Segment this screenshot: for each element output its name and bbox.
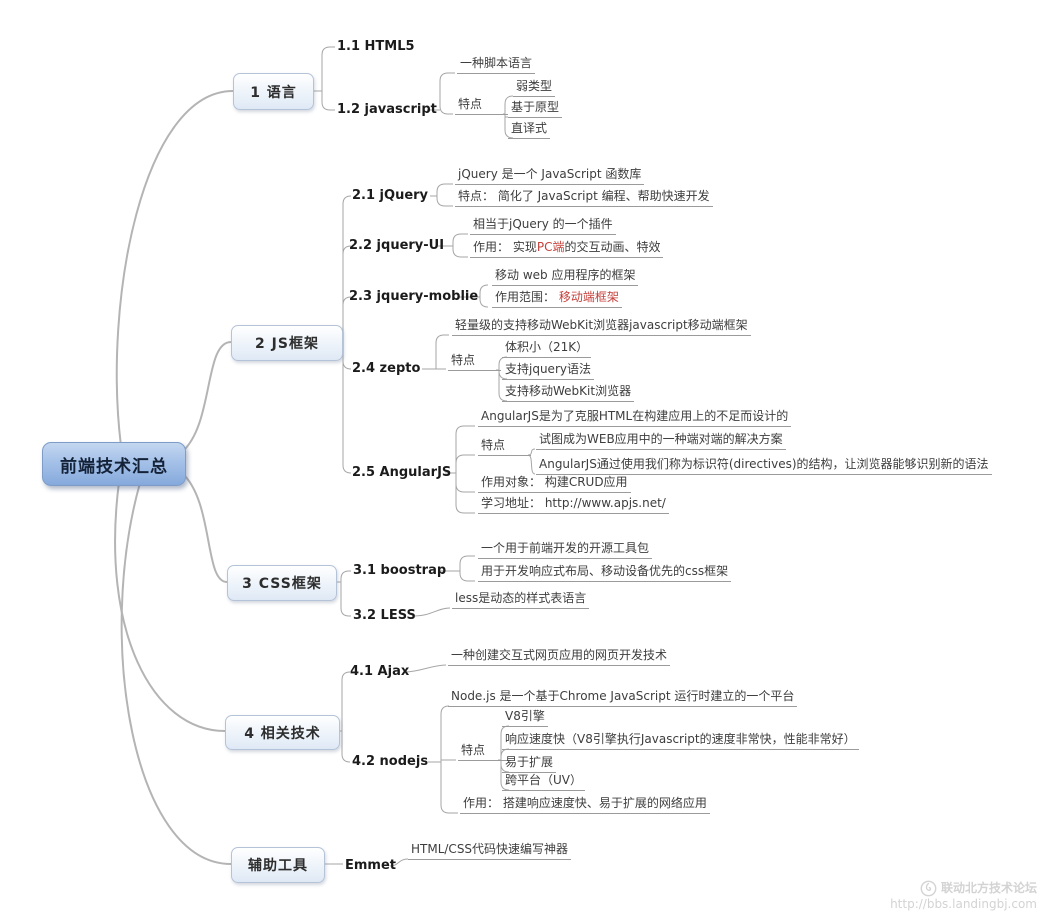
branch-css-frameworks[interactable]: 3 CSS框架 bbox=[227, 565, 337, 601]
topic-nodejs[interactable]: 4.2 nodejs bbox=[352, 754, 429, 769]
connector-branch1-children bbox=[312, 46, 335, 111]
topic-jquery-ui[interactable]: 2.2 jquery-UI bbox=[349, 238, 445, 253]
topic-jquery-mobile-desc[interactable]: 移动 web 应用程序的框架 bbox=[492, 267, 639, 286]
jquery-ui-role-highlight: PC端 bbox=[536, 240, 565, 254]
topic-nodejs-feature-scalable[interactable]: 易于扩展 bbox=[502, 754, 557, 773]
topic-ajax[interactable]: 4.1 Ajax bbox=[350, 664, 410, 679]
topic-nodejs-feature-crossplatform[interactable]: 跨平台（UV） bbox=[502, 772, 585, 791]
topic-less[interactable]: 3.2 LESS bbox=[353, 608, 416, 623]
root-topic[interactable]: 前端技术汇总 bbox=[42, 442, 186, 486]
topic-bootstrap-desc1[interactable]: 一个用于前端开发的开源工具包 bbox=[478, 540, 653, 559]
jquery-mobile-scope-prefix: 作用范围： bbox=[495, 290, 559, 304]
jquery-ui-role-suffix: 的交互动画、特效 bbox=[564, 240, 661, 254]
topic-ajax-desc[interactable]: 一种创建交互式网页应用的网页开发技术 bbox=[448, 647, 671, 666]
topic-javascript[interactable]: 1.2 javascript bbox=[337, 102, 437, 117]
connector-nodejs-children bbox=[428, 705, 458, 814]
topic-angularjs-target[interactable]: 作用对象： 构建CRUD应用 bbox=[478, 474, 631, 493]
connector-ajax-children bbox=[404, 664, 447, 673]
connector-root-branch3 bbox=[181, 472, 228, 583]
topic-zepto-features-label[interactable]: 特点 bbox=[448, 352, 502, 371]
topic-jquery-feature[interactable]: 特点： 简化了 JavaScript 编程、帮助快速开发 bbox=[455, 188, 713, 207]
watermark-site-name: 联动北方技术论坛 bbox=[940, 881, 1037, 895]
connector-bootstrap-children bbox=[438, 555, 475, 582]
connector-root-branch1 bbox=[115, 90, 234, 447]
topic-zepto[interactable]: 2.4 zepto bbox=[352, 361, 421, 376]
connector-angular-children bbox=[445, 425, 475, 514]
topic-jquery[interactable]: 2.1 jQuery bbox=[352, 188, 429, 203]
connector-root-branch5 bbox=[120, 482, 232, 865]
connector-jquerymobile-children bbox=[459, 284, 489, 308]
watermark-site-url: http://bbs.landingbj.com bbox=[890, 897, 1037, 911]
connector-branch5-children bbox=[323, 858, 409, 867]
topic-nodejs-feature-v8[interactable]: V8引擎 bbox=[502, 708, 548, 727]
connector-jquery-children bbox=[430, 183, 453, 207]
topic-angularjs[interactable]: 2.5 AngularJS bbox=[352, 465, 452, 480]
watermark: 联动北方技术论坛 http://bbs.landingbj.com bbox=[890, 880, 1037, 912]
topic-nodejs-role[interactable]: 作用： 搭建响应速度快、易于扩展的网络应用 bbox=[460, 795, 710, 814]
topic-nodejs-feature-speed[interactable]: 响应速度快（V8引擎执行Javascript的速度非常快，性能非常好） bbox=[502, 731, 859, 750]
topic-jquery-ui-role[interactable]: 作用： 实现PC端的交互动画、特效 bbox=[470, 239, 664, 258]
connector-jqueryui-children bbox=[437, 233, 468, 258]
topic-js-feature-interpreted[interactable]: 直译式 bbox=[508, 120, 551, 139]
topic-js-desc[interactable]: 一种脚本语言 bbox=[457, 55, 536, 74]
topic-js-feature-prototype[interactable]: 基于原型 bbox=[508, 99, 563, 118]
topic-zepto-desc[interactable]: 轻量级的支持移动WebKit浏览器javascript移动端框架 bbox=[452, 317, 751, 336]
connector-zepto-children bbox=[422, 334, 449, 370]
topic-zepto-feature-webkit[interactable]: 支持移动WebKit浏览器 bbox=[502, 383, 635, 402]
topic-js-feature-weak-typing[interactable]: 弱类型 bbox=[513, 78, 556, 97]
topic-nodejs-features-label[interactable]: 特点 bbox=[458, 742, 512, 761]
connector-javascript-children bbox=[427, 72, 455, 115]
topic-bootstrap-desc2[interactable]: 用于开发响应式布局、移动设备优先的css框架 bbox=[478, 563, 732, 582]
topic-angularjs-feature-endtoend[interactable]: 试图成为WEB应用中的一种端对端的解决方案 bbox=[536, 431, 786, 450]
jquery-mobile-scope-highlight: 移动端框架 bbox=[558, 290, 619, 304]
topic-angularjs-desc[interactable]: AngularJS是为了克服HTML在构建应用上的不足而设计的 bbox=[478, 408, 792, 427]
topic-nodejs-desc[interactable]: Node.js 是一个基于Chrome JavaScript 运行时建立的一个平… bbox=[448, 688, 798, 707]
branch-language[interactable]: 1 语言 bbox=[233, 73, 314, 110]
connector-root-branch2 bbox=[181, 341, 232, 453]
topic-angularjs-learn-url[interactable]: 学习地址： http://www.apjs.net/ bbox=[478, 495, 669, 514]
topic-angularjs-features-label[interactable]: 特点 bbox=[478, 437, 532, 456]
topic-jquery-mobile[interactable]: 2.3 jquery-moblie bbox=[349, 289, 479, 304]
topic-angularjs-feature-directives[interactable]: AngularJS通过使用我们称为标识符(directives)的结构，让浏览器… bbox=[536, 456, 992, 475]
connector-less-children bbox=[414, 607, 451, 617]
watermark-logo-icon bbox=[920, 880, 937, 897]
branch-related-tech[interactable]: 4 相关技术 bbox=[225, 715, 340, 750]
branch-helper-tools[interactable]: 辅助工具 bbox=[231, 847, 325, 883]
topic-bootstrap[interactable]: 3.1 boostrap bbox=[353, 563, 447, 578]
topic-zepto-feature-jquery-syntax[interactable]: 支持jquery语法 bbox=[502, 361, 594, 380]
topic-emmet-desc[interactable]: HTML/CSS代码快速编写神器 bbox=[408, 841, 572, 860]
topic-jquery-desc[interactable]: jQuery 是一个 JavaScript 函数库 bbox=[455, 166, 645, 185]
topic-less-desc[interactable]: less是动态的样式表语言 bbox=[452, 590, 590, 609]
topic-js-features-label[interactable]: 特点 bbox=[455, 96, 509, 115]
topic-zepto-feature-size[interactable]: 体积小（21K） bbox=[502, 339, 592, 358]
topic-html5[interactable]: 1.1 HTML5 bbox=[337, 39, 415, 54]
jquery-ui-role-prefix: 作用： 实现 bbox=[473, 240, 537, 254]
topic-jquery-mobile-scope[interactable]: 作用范围： 移动端框架 bbox=[492, 289, 622, 308]
topic-jquery-ui-desc[interactable]: 相当于jQuery 的一个插件 bbox=[470, 216, 616, 235]
connector-branch4-children bbox=[338, 671, 351, 763]
connector-root-branch4 bbox=[114, 481, 226, 732]
connector-branch3-children bbox=[335, 570, 351, 617]
topic-emmet[interactable]: Emmet bbox=[345, 858, 397, 873]
branch-js-frameworks[interactable]: 2 JS框架 bbox=[231, 325, 343, 361]
